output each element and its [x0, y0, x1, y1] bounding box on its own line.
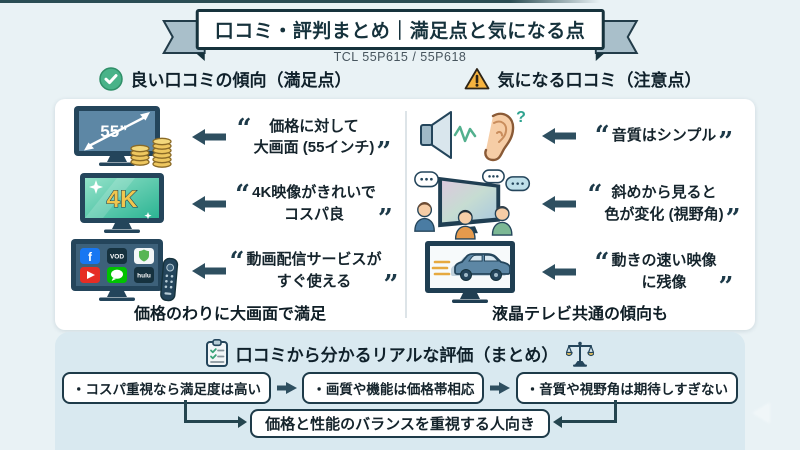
open-quote-mark: “ [229, 246, 245, 277]
page-title: 口コミ・評判まとめ｜満足点と気になる点 [195, 9, 605, 50]
good-item-streaming: f VOD hulu [55, 237, 405, 304]
warning-triangle-icon [464, 67, 489, 89]
summary-title-row: 口コミから分かるリアルな評価（まとめ） [55, 339, 745, 367]
summary-box-1: ・コスパ重視なら満足度は高い [62, 372, 271, 404]
quote-screen-size: “ 価格に対して 大画面 (55インチ) ” [236, 113, 392, 168]
connector-left-horizontal [184, 420, 239, 423]
svg-text:?: ? [516, 109, 526, 126]
conclusion-box: 価格と性能のバランスを重視する人向き [250, 409, 550, 438]
svg-text:4K: 4K [107, 186, 138, 213]
tv-55-inch-coins-icon: 55” [74, 106, 172, 169]
viewers-angle-tv-icon [414, 169, 531, 240]
faint-cursor-arrow-icon [752, 402, 770, 424]
good-reviews-panel: 55” [55, 99, 405, 330]
good-item-screen-size: 55” [55, 104, 405, 171]
concern-reviews-panel: ? “ 音質はシンプル ” [405, 99, 755, 330]
open-quote-mark: “ [594, 248, 610, 279]
open-quote-mark: “ [236, 113, 252, 144]
reviews-card: 55” [55, 99, 755, 330]
svg-text:55”: 55” [100, 122, 127, 141]
concern-item-motion-blur: “ 動きの速い映像 に残像 ” [405, 240, 755, 304]
right-arrow-icon [490, 382, 511, 394]
left-arrow-icon [192, 129, 226, 146]
open-quote-mark: “ [587, 180, 603, 211]
close-quote-mark: ” [718, 271, 734, 302]
connector-right-horizontal [562, 420, 617, 423]
left-arrow-icon [542, 196, 576, 212]
left-arrow-icon [192, 196, 226, 212]
good-panel-caption: 価格のわりに大画面で満足 [133, 306, 326, 323]
close-quote-mark: ” [377, 203, 393, 234]
close-quote-mark: ” [725, 203, 741, 234]
tv-streaming-apps-remote-icon: f VOD hulu [71, 238, 179, 301]
speaker-ear-question-icon: ? [420, 109, 526, 162]
close-quote-mark: ” [383, 270, 399, 301]
good-reviews-header: 良い口コミの傾向（満足点） [55, 66, 395, 91]
good-item-4k: 4K “ 4K映像がきれいで [55, 171, 405, 238]
concern-item-viewing-angle: “ 斜めから見ると 色が変化 (視野角) ” [405, 168, 755, 240]
vertical-divider [405, 111, 407, 318]
connector-right-vertical [614, 400, 617, 423]
left-arrow-icon [542, 128, 576, 144]
concern-item-sound: ? “ 音質はシンプル ” [405, 104, 755, 168]
close-quote-mark: ” [376, 137, 392, 168]
quote-motion-blur: “ 動きの速い映像 に残像 ” [594, 248, 734, 302]
summary-panel: 口コミから分かるリアルな評価（まとめ） ・コスパ重視なら満足度は高い ・画質や機… [55, 332, 745, 450]
connector-left-vertical [184, 400, 187, 423]
svg-text:hulu: hulu [137, 272, 151, 279]
summary-boxes-row: ・コスパ重視なら満足度は高い ・画質や機能は価格帯相応 ・音質や視野角は期待しす… [62, 372, 738, 404]
summary-title: 口コミから分かるリアルな評価（まとめ） [235, 345, 559, 365]
quote-streaming: “ 動画配信サービスが すぐ使える ” [229, 246, 399, 301]
connector-left-arrowhead-icon [238, 415, 247, 428]
quote-sound: “ 音質はシンプル ” [594, 121, 734, 157]
left-arrow-icon [542, 264, 576, 280]
svg-text:VOD: VOD [110, 253, 124, 260]
clipboard-checklist-icon [205, 339, 228, 367]
quote-4k: “ 4K映像がきれいで コスパ良 ” [235, 180, 393, 234]
close-quote-mark: ” [718, 127, 734, 157]
svg-text:f: f [88, 249, 93, 263]
good-reviews-title: 良い口コミの傾向（満足点） [130, 71, 352, 90]
concern-reviews-title: 気になる口コミ（注意点） [497, 71, 702, 90]
model-subtitle: TCL 55P615 / 55P618 [333, 50, 467, 64]
concern-reviews-header: 気になる口コミ（注意点） [410, 66, 755, 91]
left-arrow-icon [192, 262, 226, 279]
tv-fast-motion-car-icon [425, 241, 515, 303]
concern-panel-caption: 液晶テレビ共通の傾向も [491, 306, 668, 323]
open-quote-mark: “ [235, 180, 251, 211]
summary-box-3: ・音質や視野角は期待しすぎない [515, 372, 738, 404]
balance-scales-icon [566, 341, 595, 367]
summary-box-2: ・画質や機能は価格帯相応 [302, 372, 485, 404]
right-arrow-icon [276, 382, 297, 394]
connector-right-arrowhead-icon [553, 415, 562, 428]
speech-bubbles [414, 169, 531, 192]
quote-viewing-angle: “ 斜めから見ると 色が変化 (視野角) ” [587, 180, 741, 234]
check-circle-icon [98, 66, 123, 91]
tv-4k-icon: 4K [80, 173, 164, 233]
title-ribbon: 口コミ・評判まとめ｜満足点と気になる点 [162, 9, 638, 61]
open-quote-mark: “ [594, 121, 610, 151]
top-edge-line [0, 0, 600, 3]
